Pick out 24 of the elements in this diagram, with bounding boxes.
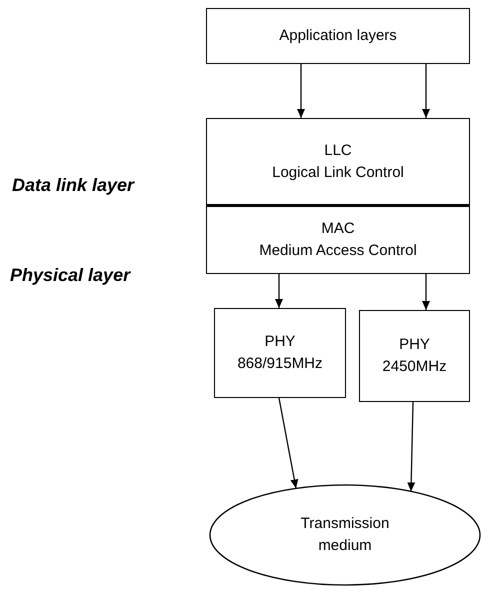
node-text: Transmission medium — [300, 514, 390, 556]
layer-label: Data link layer — [12, 174, 134, 197]
layer-label: Physical layer — [10, 264, 130, 287]
arrow — [297, 64, 305, 118]
layer-box — [214, 308, 346, 398]
arrow — [407, 402, 416, 492]
node-text: Medium Access Control — [259, 241, 417, 261]
layer-box — [206, 118, 470, 205]
node-text: PHY — [399, 335, 430, 355]
node-text: Logical Link Control — [272, 162, 404, 182]
node-text: 868/915MHz — [237, 354, 323, 374]
layer-box — [206, 8, 470, 64]
arrow — [275, 274, 283, 308]
arrow — [422, 274, 430, 310]
node-text: 2450MHz — [382, 357, 447, 377]
ellipse-node — [209, 484, 481, 586]
node-text: Application layers — [279, 26, 397, 46]
layer-box — [206, 205, 470, 274]
arrow — [278, 398, 298, 489]
node-text: LLC — [324, 140, 352, 160]
node-text: MAC — [321, 219, 355, 239]
layer-box — [359, 310, 470, 402]
node-text: PHY — [264, 332, 296, 352]
arrow — [422, 64, 430, 118]
